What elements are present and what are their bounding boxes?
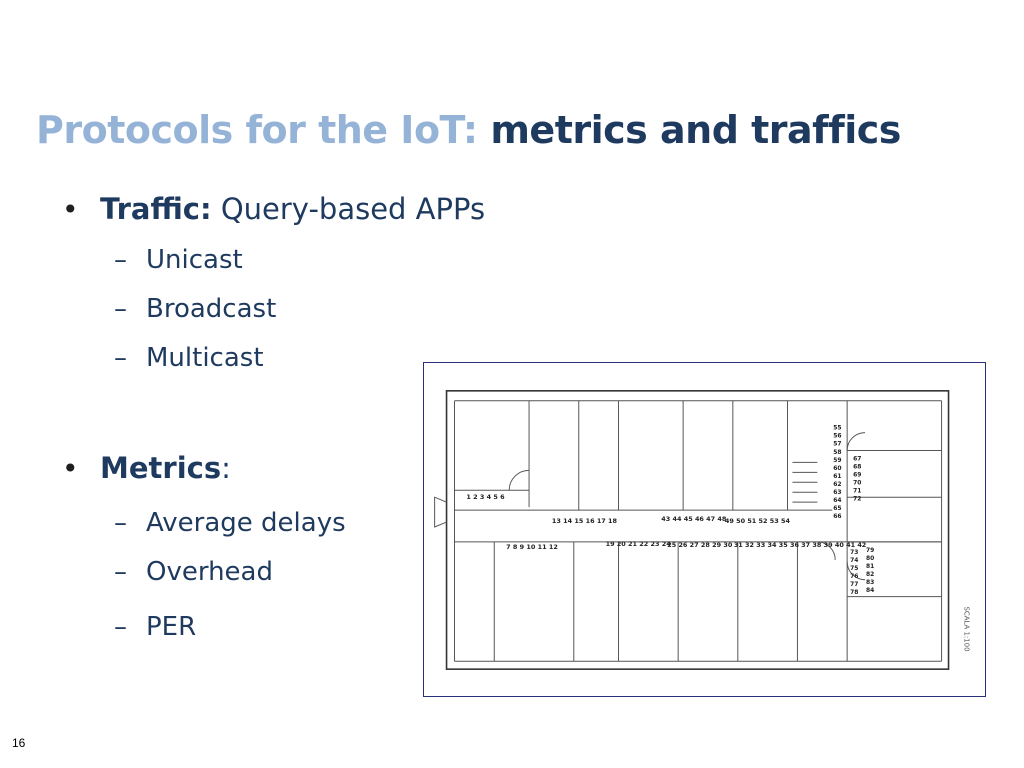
node-label: 56 [833,433,841,440]
node-label: 80 [866,555,874,562]
node-label: 13 14 15 16 17 18 [552,517,618,525]
metrics-suffix: : [221,451,231,485]
node-label: 78 [850,589,858,596]
sub-bullet-text: PER [146,612,197,642]
bullet-dot: • [62,193,79,226]
node-label: 83 [866,579,874,586]
node-label: 7 8 9 10 11 12 [506,543,558,551]
sub-bullet-text: Average delays [146,508,346,538]
bullet-metrics: • Metrics : [62,451,231,485]
sub-bullet-text: Unicast [146,245,243,275]
node-label: 49 50 51 52 53 54 [725,517,791,525]
slide-number: 16 [12,736,26,750]
node-label: 79 [866,547,874,554]
node-label: 75 [850,565,858,572]
sub-bullet-dash: – [114,612,127,642]
bullet-dot: • [62,452,79,485]
node-label: 55 [833,425,841,432]
node-label: 59 [833,457,841,464]
sub-bullet-overhead: – Overhead [114,557,273,587]
node-label: 65 [833,505,841,512]
node-label: 64 [833,497,841,504]
sub-bullet-dash: – [114,557,127,587]
node-label: 68 [853,463,861,470]
node-label: 73 [850,549,858,556]
sub-bullet-multicast: – Multicast [114,343,264,373]
floor-plan-drawing: 1 2 3 4 5 6 13 14 15 16 17 18 43 44 45 4… [434,390,970,670]
title-main: metrics and traffics [490,108,901,152]
node-label: 81 [866,563,874,570]
sub-bullet-dash: – [114,508,127,538]
node-label: 71 [853,488,861,495]
sub-bullet-text: Broadcast [146,294,277,324]
traffic-label: Traffic: [100,192,212,226]
node-label: 70 [853,480,861,487]
node-label: 25 26 27 28 29 30 [667,541,733,549]
node-label: 84 [866,587,874,594]
node-label: 66 [833,513,841,520]
node-label: 62 [833,481,841,488]
sub-bullet-text: Multicast [146,343,264,373]
bullet-list: • Traffic: Query-based APPs – Unicast – … [62,0,485,700]
sub-bullet-unicast: – Unicast [114,245,243,275]
node-label: 69 [853,472,861,479]
sub-bullet-dash: – [114,245,127,275]
sub-bullet-delays: – Average delays [114,508,346,538]
node-label: 58 [833,449,841,456]
node-label: 60 [833,465,841,472]
title-prefix: Protocols for the IoT: [36,108,478,152]
node-label: 76 [850,573,858,580]
node-label: 43 44 45 46 47 48 [661,515,727,523]
traffic-text: Query-based APPs [220,192,486,226]
sub-bullet-broadcast: – Broadcast [114,294,276,324]
node-label: 19 20 21 22 23 24 [606,540,672,548]
node-label: 57 [833,441,841,448]
node-label: 67 [853,455,861,462]
scale-label: SCALA 1:100 [962,607,970,652]
node-label: 63 [833,489,841,496]
floor-plan-image: 1 2 3 4 5 6 13 14 15 16 17 18 43 44 45 4… [423,362,986,697]
sub-bullet-text: Overhead [146,557,273,587]
node-label: 82 [866,571,874,578]
bullet-traffic: • Traffic: Query-based APPs [62,192,485,226]
node-label: 31 32 33 34 35 36 37 38 39 40 41 42 [734,541,866,549]
building-outline [445,390,950,670]
node-label: 72 [853,496,861,503]
node-label: 61 [833,473,841,480]
metrics-label: Metrics [100,451,222,485]
sub-bullet-per: – PER [114,612,196,642]
node-label: 77 [850,581,858,588]
node-label: 74 [850,557,858,564]
slide-title: Protocols for the IoT: metrics and traff… [36,108,901,152]
sub-bullet-dash: – [114,294,127,324]
sub-bullet-dash: – [114,343,127,373]
node-label: 1 2 3 4 5 6 [466,493,505,501]
